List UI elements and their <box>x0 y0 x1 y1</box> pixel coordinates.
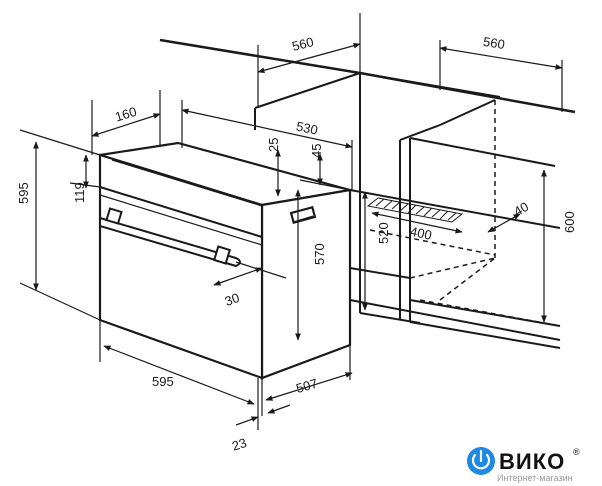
dim-cab-width-side: 560 <box>482 34 506 52</box>
brand-subtitle: Интернет-магазин <box>497 473 573 483</box>
dim-vent-depth: 40 <box>511 199 531 219</box>
dim-front-thickness: 23 <box>230 435 248 454</box>
dimension-lines <box>19 13 563 430</box>
dim-vent-width: 400 <box>409 224 433 243</box>
dim-vent-height: 45 <box>309 144 324 158</box>
dim-inner-depth: 530 <box>295 118 319 137</box>
dim-handle-depth: 30 <box>223 290 242 309</box>
dim-oven-height: 595 <box>16 182 31 204</box>
dim-body-depth: 507 <box>294 376 319 396</box>
dim-oven-width: 595 <box>152 374 174 389</box>
dim-panel-height: 119 <box>72 182 87 203</box>
dimension-labels: 560 560 160 530 25 45 595 119 570 30 520… <box>16 34 577 454</box>
brand-logo: ВИКО ® Интернет-магазин <box>467 447 580 483</box>
dim-cab-height: 600 <box>562 211 577 233</box>
countertop-outline <box>159 38 576 130</box>
dim-cutout-height: 570 <box>312 243 327 265</box>
oven-body <box>98 141 352 380</box>
dim-cab-width-top: 560 <box>290 34 315 54</box>
power-icon-arc <box>471 453 491 470</box>
brand-registered: ® <box>573 447 580 457</box>
oven-handle <box>99 207 241 268</box>
brand-name: ВИКО <box>499 449 565 474</box>
dim-oven-depth-top: 160 <box>113 104 138 125</box>
dim-top-gap: 25 <box>266 138 281 152</box>
dim-niche-height: 520 <box>376 222 391 244</box>
niche-cabinet <box>349 73 561 349</box>
